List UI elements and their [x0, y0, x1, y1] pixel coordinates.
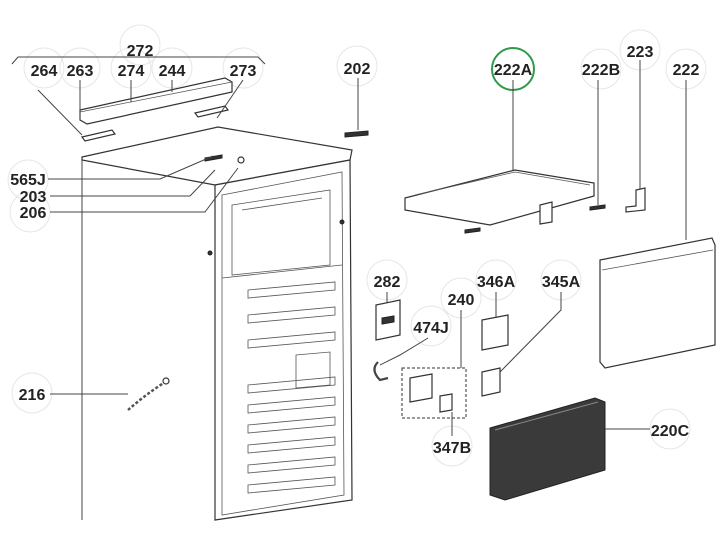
part-345A: [481, 292, 562, 397]
part-labels[interactable]: 272 264 263 274 244 273 202 565J 203 206…: [10, 43, 699, 457]
label-244[interactable]: 244: [159, 63, 186, 80]
label-272[interactable]: 272: [127, 43, 154, 60]
label-263[interactable]: 263: [67, 63, 94, 80]
part-346A: [481, 292, 509, 351]
label-565J[interactable]: 565J: [10, 172, 46, 189]
part-282: [375, 292, 401, 341]
part-216: [50, 377, 170, 411]
label-220C[interactable]: 220C: [651, 423, 690, 440]
label-203[interactable]: 203: [20, 189, 47, 206]
label-282[interactable]: 282: [374, 274, 401, 291]
top-fasteners: [48, 154, 245, 213]
part-202: [344, 78, 369, 138]
top-hinge-assembly: [37, 77, 244, 142]
label-222[interactable]: 222: [673, 62, 700, 79]
label-bubbles: [7, 24, 707, 467]
refrigerator-cabinet: [81, 126, 353, 521]
label-222A[interactable]: 222A: [494, 62, 533, 79]
label-274[interactable]: 274: [118, 63, 145, 80]
label-347B[interactable]: 347B: [433, 440, 471, 457]
part-240-group: [401, 310, 467, 436]
label-474J[interactable]: 474J: [413, 320, 449, 337]
part-474J: [373, 337, 429, 382]
label-202[interactable]: 202: [344, 61, 371, 78]
label-206[interactable]: 206: [20, 205, 47, 222]
label-264[interactable]: 264: [31, 63, 58, 80]
label-240[interactable]: 240: [448, 292, 475, 309]
label-223[interactable]: 223: [627, 44, 654, 61]
label-222B[interactable]: 222B: [582, 62, 620, 79]
part-222A-flap: [404, 60, 646, 234]
door-shelves: [247, 281, 336, 494]
part-220C-grille: [489, 397, 650, 501]
label-346A[interactable]: 346A: [477, 274, 516, 291]
part-222-panel: [599, 80, 716, 369]
group-bracket-272: [11, 56, 266, 65]
label-273[interactable]: 273: [230, 63, 257, 80]
label-216[interactable]: 216: [19, 387, 46, 404]
label-345A[interactable]: 345A: [542, 274, 581, 291]
